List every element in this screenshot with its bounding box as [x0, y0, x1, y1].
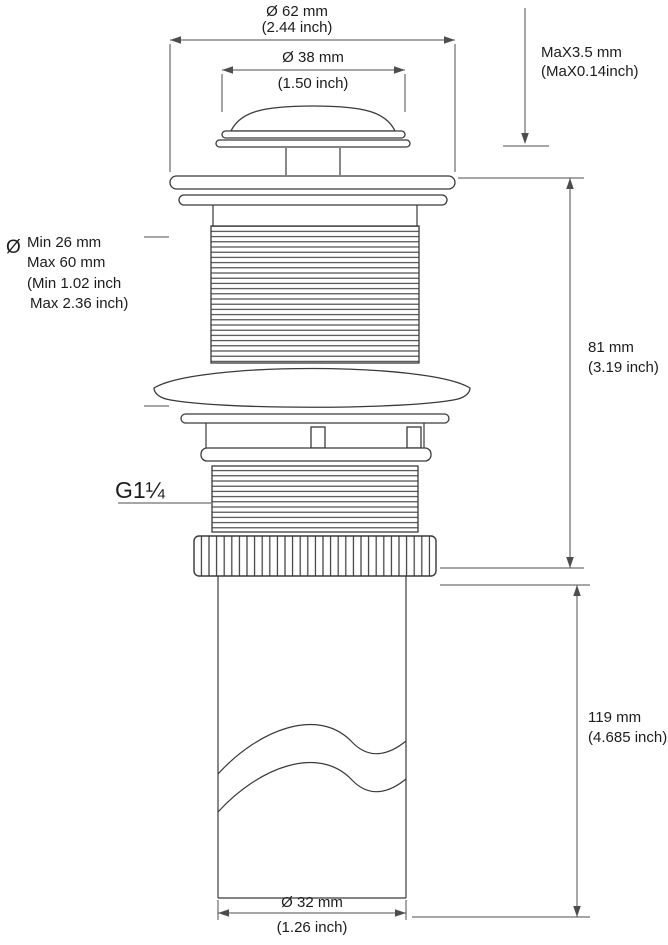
arrowhead-right	[395, 909, 406, 917]
collar-gasket-disc	[200, 447, 432, 462]
dim-label-inch: (MaX0.14inch)	[541, 63, 639, 80]
top-flange	[169, 175, 456, 226]
flange-disc-lower	[178, 194, 448, 206]
dim-label-inch: (1.50 inch)	[278, 75, 349, 92]
dim-label: (Min 1.02 inch	[27, 275, 121, 292]
thread-hatch-upper	[210, 225, 420, 364]
dim-label: 81 mm	[588, 339, 634, 356]
cap-dome	[229, 105, 397, 132]
dim-cap-diameter: Ø 38 mm (1.50 inch)	[221, 49, 406, 112]
arrowhead-down	[521, 133, 529, 144]
dim-label-inch: (4.685 inch)	[588, 729, 667, 746]
dim-label: Min 26 mm	[27, 234, 101, 251]
arrowhead-left	[170, 36, 181, 44]
break-wave-upper	[217, 723, 407, 775]
dim-label: Ø 32 mm	[281, 894, 343, 911]
collar-tab-right	[406, 426, 422, 449]
knurled-nut	[193, 535, 437, 577]
mounting-collar	[180, 413, 450, 462]
arrowhead-down	[573, 906, 581, 917]
arrowhead-right	[444, 36, 455, 44]
dim-label: Max 2.36 inch)	[30, 295, 128, 312]
friction-washer	[180, 413, 450, 424]
dim-label-inch: (3.19 inch)	[588, 359, 659, 376]
popup-cap	[215, 105, 411, 175]
dim-label-inch: (2.44 inch)	[262, 19, 333, 36]
diameter-symbol: Ø	[6, 237, 21, 258]
arrowhead-up	[573, 585, 581, 596]
arrowhead-right	[394, 66, 405, 74]
dim-cap-height: MaX3.5 mm (MaX0.14inch)	[503, 8, 639, 147]
thread-hatch-lower	[211, 465, 419, 533]
break-wave-lower	[217, 761, 407, 813]
dim-label: Ø 38 mm	[282, 49, 344, 66]
dim-label-inch: (1.26 inch)	[277, 919, 348, 936]
arrowhead-left	[218, 909, 229, 917]
dim-label: 119 mm	[588, 709, 641, 726]
arrowhead-down	[566, 557, 574, 568]
tailpipe	[217, 576, 407, 899]
upper-thread-section	[210, 225, 420, 364]
dim-body-height: 81 mm (3.19 inch)	[440, 177, 659, 569]
dim-deck-thickness: Ø Min 26 mm Max 60 mm (Min 1.02 inch Max…	[6, 234, 169, 407]
bowl-outline	[153, 367, 471, 408]
thread-spec-callout: G1¼	[115, 477, 211, 504]
dim-top-diameter: Ø 62 mm (2.44 inch)	[169, 3, 456, 172]
cap-plate-lower	[215, 139, 411, 148]
dim-tailpipe-length: 119 mm (4.685 inch)	[412, 584, 667, 918]
dim-label: Max 60 mm	[27, 254, 105, 271]
cap-plate-upper	[221, 130, 406, 139]
lower-thread-section	[211, 465, 419, 533]
dim-outlet-diameter: Ø 32 mm (1.26 inch)	[217, 894, 407, 936]
bowl-flange	[153, 367, 471, 408]
dim-label: Ø 62 mm	[266, 3, 328, 20]
knurl-hatch	[193, 535, 437, 577]
thread-spec-label: G1¼	[115, 477, 166, 503]
arrowhead-up	[566, 178, 574, 189]
arrowhead-left	[222, 66, 233, 74]
collar-tab-center	[310, 426, 326, 449]
dim-label: MaX3.5 mm	[541, 44, 622, 61]
flange-disc-upper	[169, 175, 456, 190]
